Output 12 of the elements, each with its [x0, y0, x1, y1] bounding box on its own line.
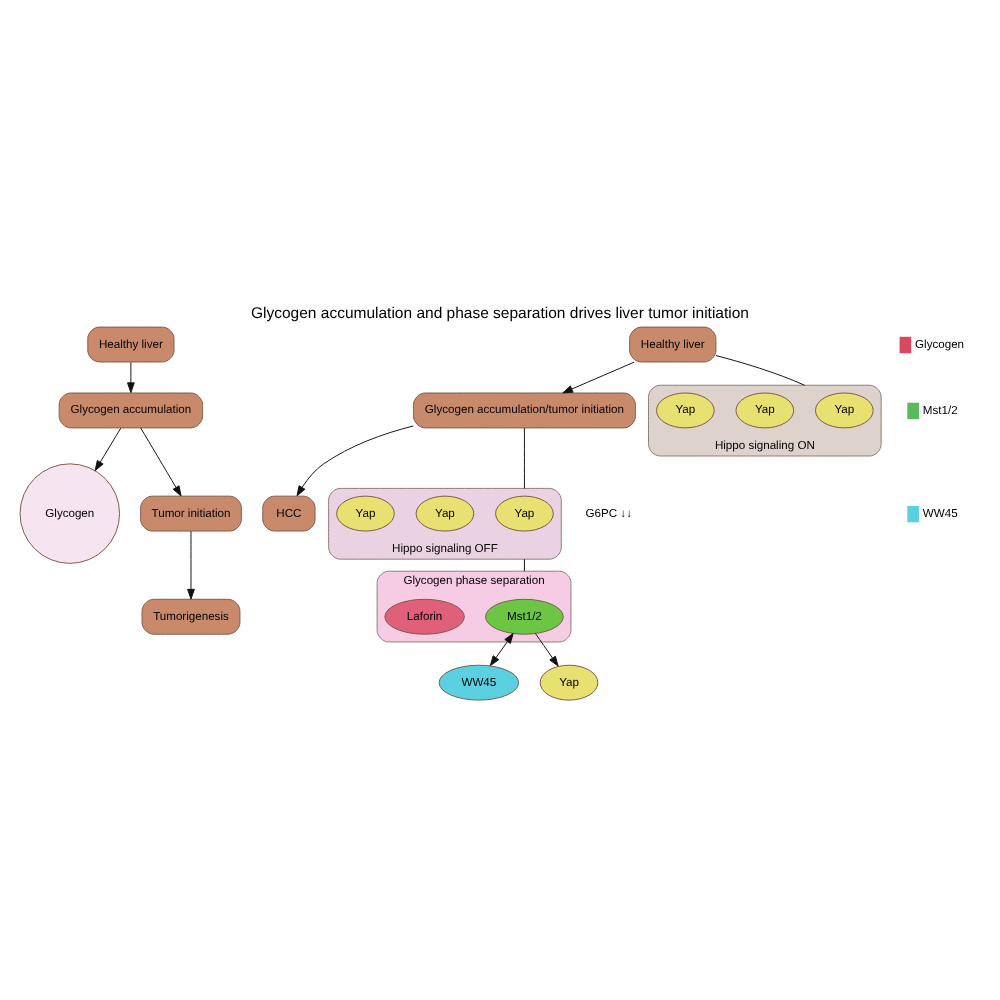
arrow [562, 360, 635, 393]
arrow [187, 529, 195, 599]
arrow [94, 426, 122, 471]
connector [523, 426, 525, 488]
arrow [489, 632, 514, 666]
arrow [534, 632, 559, 666]
arrow [140, 426, 182, 496]
connector [715, 354, 806, 385]
diagram-title: Glycogen accumulation and phase separation drives liver tumor initiation [251, 303, 749, 322]
arrow [127, 360, 135, 393]
connector [523, 557, 525, 571]
arrow [296, 424, 414, 496]
